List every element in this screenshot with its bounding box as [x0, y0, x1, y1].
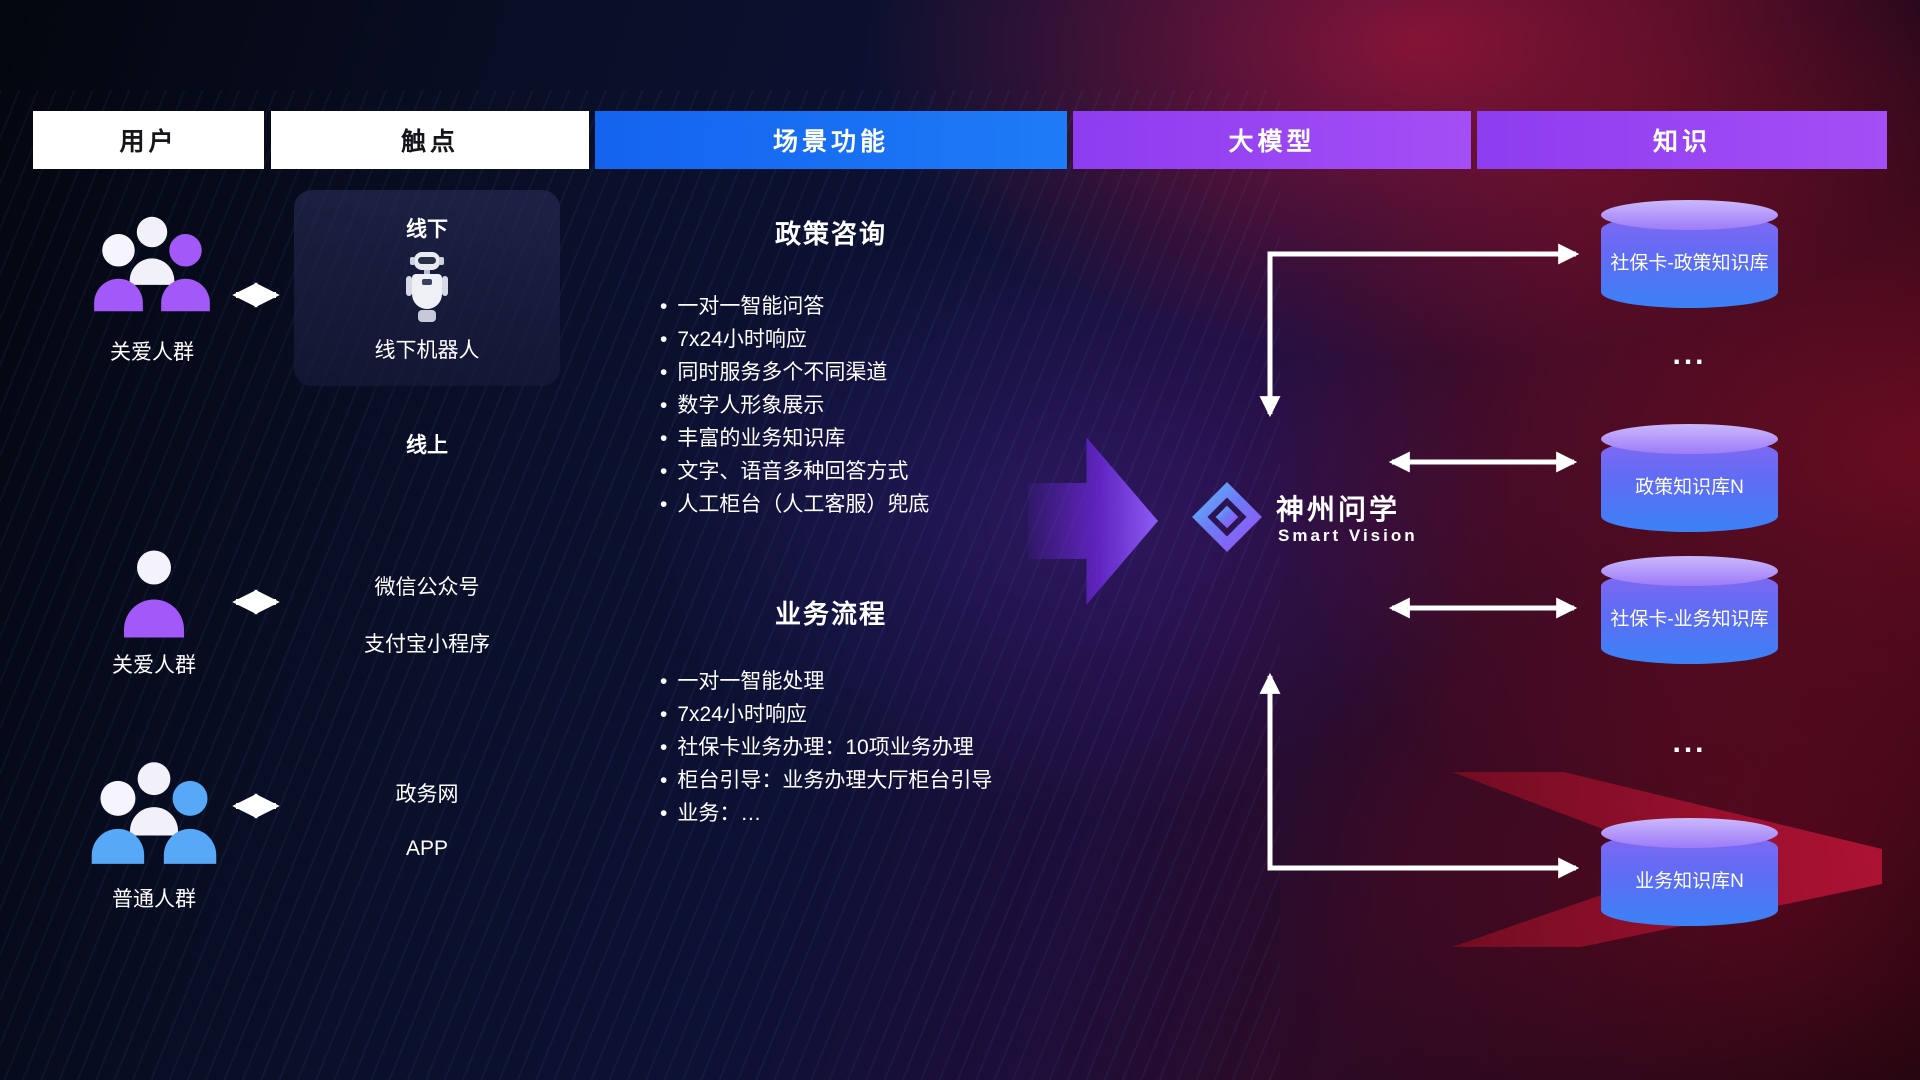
kb-cylinder-business-n: 业务知识库N: [1601, 818, 1778, 926]
touchpoint-alipay: 支付宝小程序: [364, 633, 490, 656]
touchpoint-app: APP: [405, 837, 449, 860]
cylinder-top: [1601, 424, 1778, 454]
kb-cylinder-policy-n: 政策知识库N: [1601, 424, 1778, 532]
kb-label: 社保卡-政策知识库: [1610, 253, 1769, 275]
column-header-knowledge: 知识: [1477, 111, 1887, 169]
smart-vision-logo-icon: [1192, 482, 1262, 552]
scenario-item: 7x24小时响应: [660, 698, 992, 731]
kb-ellipsis: ...: [1672, 726, 1707, 759]
offline-robot-label: 线下机器人: [374, 339, 480, 362]
column-header-users: 用户: [33, 111, 264, 169]
online-title: 线上: [406, 434, 448, 457]
scenario-item: 文字、语音多种回答方式: [660, 455, 929, 488]
scenario-item: 社保卡业务办理：10项业务办理: [660, 731, 992, 764]
robot-icon: [406, 252, 448, 322]
offline-title: 线下: [406, 218, 448, 241]
scenario-policy-list: 一对一智能问答 7x24小时响应 同时服务多个不同渠道 数字人形象展示 丰富的业…: [660, 290, 929, 521]
model-subtitle: Smart Vision: [1278, 526, 1418, 545]
kb-cylinder-policy-socialcard: 社保卡-政策知识库: [1601, 200, 1778, 308]
kb-ellipsis: ...: [1672, 338, 1707, 371]
scenario-item: 同时服务多个不同渠道: [660, 356, 929, 389]
kb-label: 政策知识库N: [1635, 477, 1744, 499]
elbow-arrow-policy-db1: [1259, 243, 1580, 418]
scenario-business-list: 一对一智能处理 7x24小时响应 社保卡业务办理：10项业务办理 柜台引导：业务…: [660, 665, 992, 830]
user-label: 关爱人群: [110, 341, 194, 364]
scenario-item: 丰富的业务知识库: [660, 422, 929, 455]
cylinder-top: [1601, 818, 1778, 848]
column-header-touchpoints: 触点: [271, 111, 589, 169]
care-group-icon: [94, 216, 210, 312]
kb-label: 社保卡-业务知识库: [1610, 609, 1769, 631]
user-label: 普通人群: [112, 888, 196, 911]
kb-cylinder-business-socialcard: 社保卡-业务知识库: [1601, 556, 1778, 664]
cylinder-top: [1601, 556, 1778, 586]
touchpoint-gov: 政务网: [395, 783, 459, 806]
flow-arrow: [1028, 437, 1158, 605]
scenario-item: 业务：…: [660, 797, 992, 830]
user-label: 关爱人群: [112, 654, 196, 677]
model-name: 神州问学: [1276, 494, 1401, 525]
scenario-item: 数字人形象展示: [660, 389, 929, 422]
scenario-policy-title: 政策咨询: [774, 219, 887, 249]
touchpoint-wechat: 微信公众号: [374, 576, 480, 599]
kb-label: 业务知识库N: [1635, 871, 1744, 893]
general-group-icon: [91, 762, 217, 864]
scenario-item: 人工柜台（人工客服）兜底: [660, 488, 929, 521]
care-person-icon: [124, 550, 184, 638]
column-header-scenarios: 场景功能: [595, 111, 1067, 169]
scenario-item: 7x24小时响应: [660, 323, 929, 356]
column-header-model: 大模型: [1073, 111, 1471, 169]
scenario-item: 柜台引导：业务办理大厅柜台引导: [660, 764, 992, 797]
scenario-item: 一对一智能问答: [660, 290, 929, 323]
scenario-business-title: 业务流程: [774, 599, 887, 629]
cylinder-top: [1601, 200, 1778, 230]
scenario-item: 一对一智能处理: [660, 665, 992, 698]
